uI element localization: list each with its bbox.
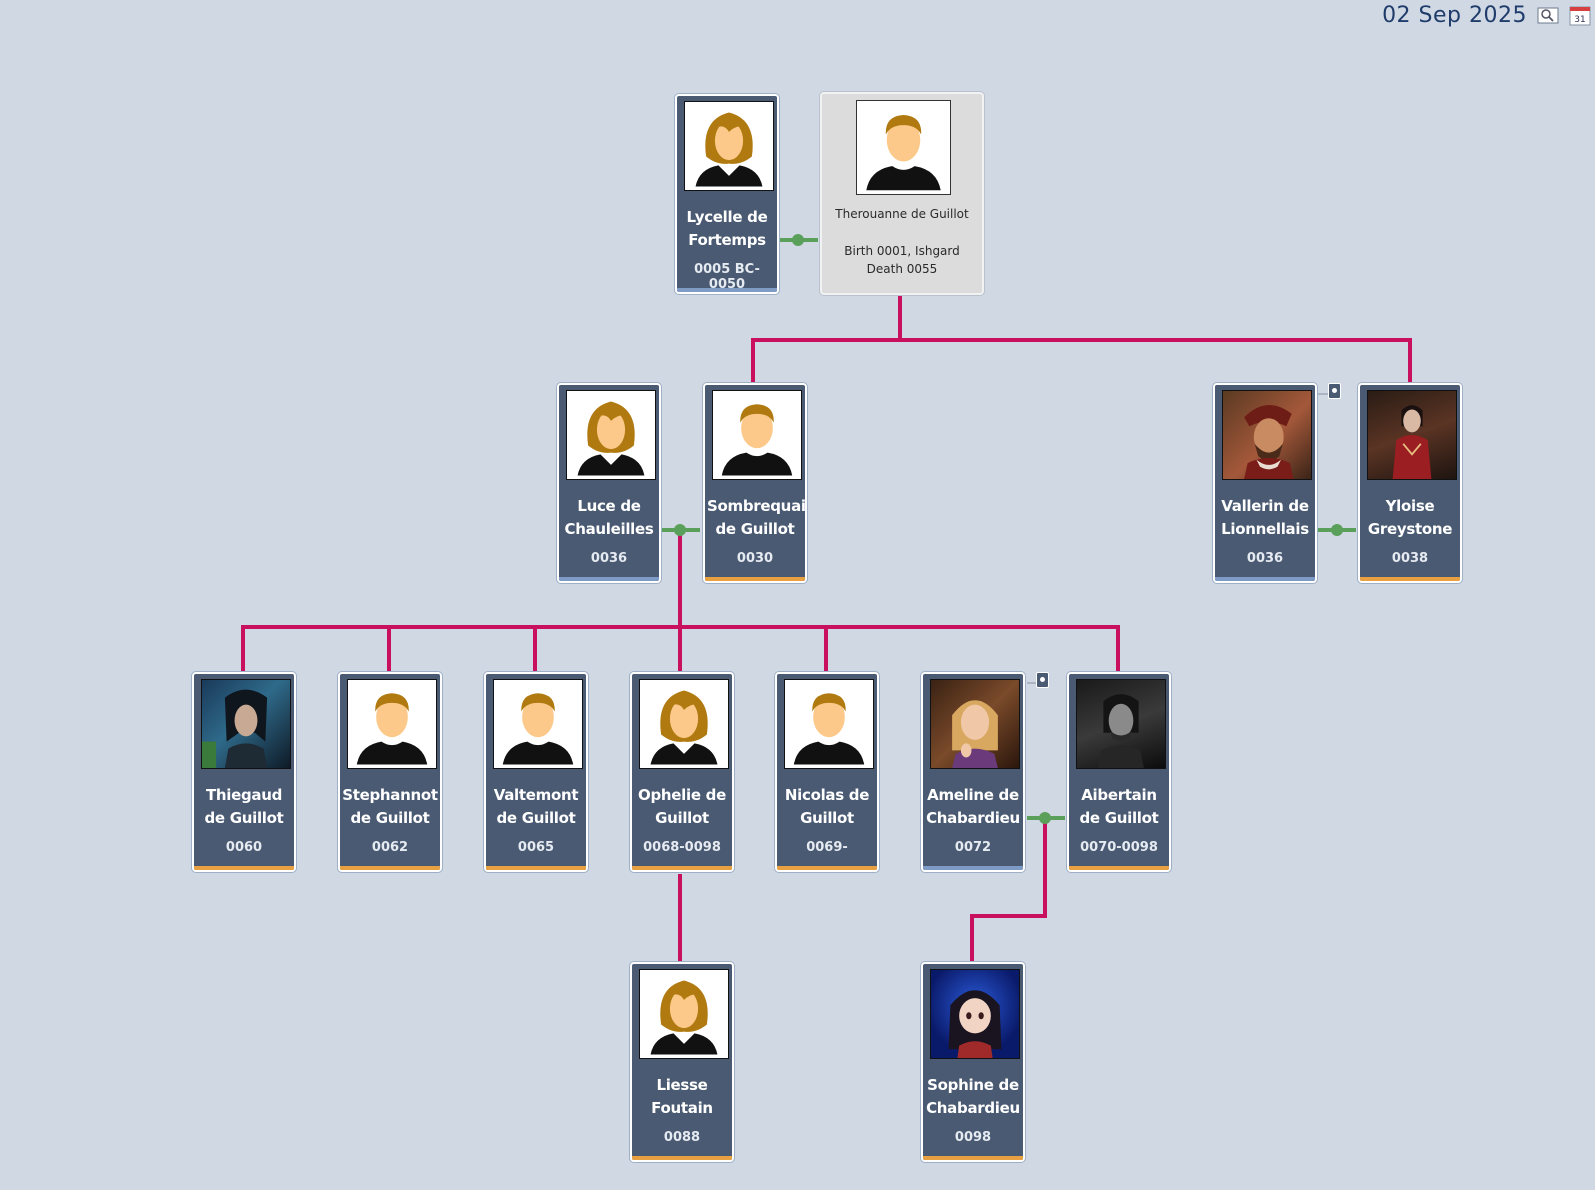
avatar xyxy=(566,390,656,480)
person-years: 0088 xyxy=(663,1130,701,1145)
person-name: Ophelie de Guillot xyxy=(638,786,726,827)
person-card-lycelle[interactable]: Lycelle de Fortemps 0005 BC-0050 xyxy=(675,94,779,294)
avatar xyxy=(684,101,774,191)
person-years: 0072 xyxy=(954,840,992,855)
person-card-stephannot[interactable]: Stephannot de Guillot 0062 xyxy=(338,672,442,872)
person-card-vallerin[interactable]: Vallerin de Lionnellais 0036 xyxy=(1213,383,1317,583)
search-icon[interactable] xyxy=(1537,4,1559,26)
person-card-thiegaud[interactable]: Thiegaud de Guillot 0060 xyxy=(192,672,296,872)
avatar-photo xyxy=(1222,390,1312,480)
avatar-photo xyxy=(201,679,291,769)
relation-link xyxy=(1027,682,1037,684)
person-name: Sophine de Chabardieu xyxy=(926,1076,1020,1117)
person-icon[interactable] xyxy=(1036,672,1049,688)
person-birth: Birth 0001, Ishgard xyxy=(844,244,960,258)
avatar xyxy=(639,679,729,769)
person-card-sophine[interactable]: Sophine de Chabardieu 0098 xyxy=(921,962,1025,1162)
person-name: Vallerin de Lionnellais xyxy=(1221,497,1309,538)
gender-stripe xyxy=(340,866,440,870)
avatar xyxy=(712,390,802,480)
person-name: Valtemont de Guillot xyxy=(493,786,579,827)
person-card-nicolas[interactable]: Nicolas de Guillot 0069- xyxy=(775,672,879,872)
gender-stripe xyxy=(632,1156,732,1160)
gender-stripe xyxy=(486,866,586,870)
gender-stripe xyxy=(1360,577,1460,581)
person-name: Liesse Foutain xyxy=(651,1076,713,1117)
person-icon[interactable] xyxy=(1328,383,1341,399)
person-name: Stephannot de Guillot xyxy=(342,786,438,827)
calendar-day: 31 xyxy=(1574,15,1585,25)
person-name: Thiegaud de Guillot xyxy=(204,786,284,827)
person-years: 0062 xyxy=(371,840,409,855)
person-years: 0038 xyxy=(1391,551,1429,566)
person-name: Luce de Chauleilles xyxy=(564,497,654,538)
person-name: Yloise Greystone xyxy=(1367,497,1453,538)
person-name: Nicolas de Guillot xyxy=(784,786,870,827)
person-years: 0098 xyxy=(954,1130,992,1145)
person-years: 0036 xyxy=(590,551,628,566)
person-name: Sombrequain de Guillot xyxy=(707,497,807,538)
person-card-aibertain[interactable]: Aibertain de Guillot 0070-0098 xyxy=(1067,672,1171,872)
gender-stripe xyxy=(923,866,1023,870)
person-years: 0069- xyxy=(806,840,848,855)
person-name: Lycelle de Fortemps xyxy=(686,208,768,249)
gender-stripe xyxy=(632,866,732,870)
person-years: 0065 xyxy=(517,840,555,855)
gender-stripe xyxy=(559,577,659,581)
gender-stripe xyxy=(1069,866,1169,870)
avatar-photo xyxy=(930,679,1020,769)
person-card-liesse[interactable]: Liesse Foutain 0088 xyxy=(630,962,734,1162)
avatar xyxy=(493,679,583,769)
person-name: Therouanne de Guillot xyxy=(835,207,969,221)
person-years: 0060 xyxy=(225,840,263,855)
avatar xyxy=(784,679,874,769)
avatar xyxy=(347,679,437,769)
person-years: 0070-0098 xyxy=(1080,840,1158,855)
person-years: 0068-0098 xyxy=(643,840,721,855)
gender-stripe xyxy=(705,577,805,581)
person-card-luce[interactable]: Luce de Chauleilles 0036 xyxy=(557,383,661,583)
person-card-ophelie[interactable]: Ophelie de Guillot 0068-0098 xyxy=(630,672,734,872)
avatar xyxy=(639,969,729,1059)
gender-stripe xyxy=(923,1156,1023,1160)
avatar-photo xyxy=(1367,390,1457,480)
person-name: Aibertain de Guillot xyxy=(1079,786,1159,827)
gender-stripe xyxy=(677,288,777,292)
focus-person-card[interactable]: Therouanne de Guillot Birth 0001, Ishgar… xyxy=(820,92,984,295)
person-card-sombrequain[interactable]: Sombrequain de Guillot 0030 xyxy=(703,383,807,583)
current-date: 02 Sep 2025 xyxy=(1382,2,1527,28)
header-bar: 02 Sep 2025 31 xyxy=(1382,0,1595,30)
avatar xyxy=(856,100,951,195)
gender-stripe xyxy=(194,866,294,870)
relation-link xyxy=(1318,393,1330,395)
gender-stripe xyxy=(1215,577,1315,581)
avatar-photo xyxy=(1076,679,1166,769)
person-years: 0030 xyxy=(736,551,774,566)
avatar-photo xyxy=(930,969,1020,1059)
person-card-ameline[interactable]: Ameline de Chabardieu 0072 xyxy=(921,672,1025,872)
person-death: Death 0055 xyxy=(866,262,938,276)
person-card-valtemont[interactable]: Valtemont de Guillot 0065 xyxy=(484,672,588,872)
person-card-yloise[interactable]: Yloise Greystone 0038 xyxy=(1358,383,1462,583)
person-name: Ameline de Chabardieu xyxy=(926,786,1020,827)
person-years: 0036 xyxy=(1246,551,1284,566)
gender-stripe xyxy=(777,866,877,870)
calendar-icon[interactable]: 31 xyxy=(1569,4,1591,26)
